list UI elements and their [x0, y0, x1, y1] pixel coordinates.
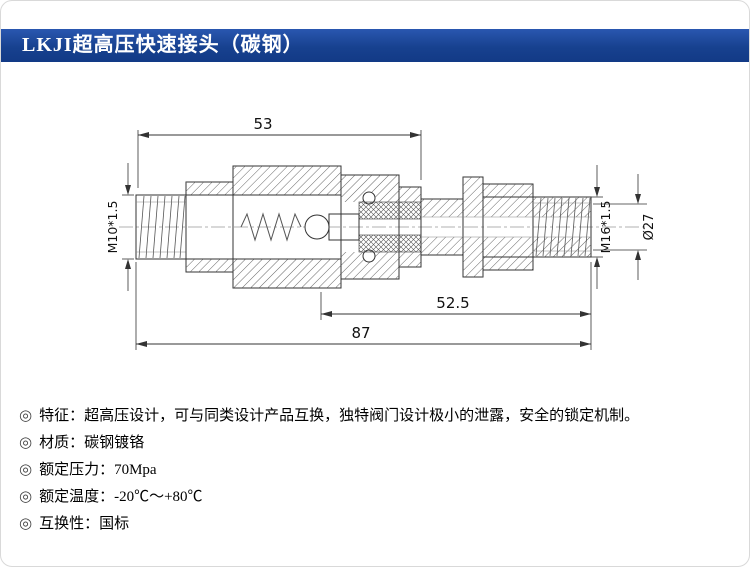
spec-text-pressure: 额定压力：70Mpa	[39, 462, 157, 478]
valve-ball	[304, 214, 330, 240]
dim-right-thread: M16*1.5	[591, 165, 613, 289]
dim-outer-diameter: Ø27	[593, 174, 657, 280]
spec-text-features: 特征：超高压设计，可与同类设计产品互换，独特阀门设计极小的泄露，安全的锁定机制。	[39, 408, 640, 424]
bullseye-bullet-icon: ◎	[19, 405, 33, 424]
spec-item-temperature: ◎ 额定温度：-20℃～+80℃	[19, 482, 749, 509]
plug-body	[328, 176, 592, 278]
bullseye-bullet-icon: ◎	[19, 486, 33, 505]
spec-item-material: ◎ 材质：碳钢镀铬	[19, 428, 749, 455]
spec-list: ◎ 特征：超高压设计，可与同类设计产品互换，独特阀门设计极小的泄露，安全的锁定机…	[1, 401, 749, 536]
dim-label-53: 53	[253, 115, 272, 133]
coupler-body	[135, 165, 422, 289]
bullseye-bullet-icon: ◎	[19, 513, 33, 532]
valve-spring	[240, 212, 302, 242]
spec-item-interchangeability: ◎ 互换性：国标	[19, 509, 749, 536]
dim-plug-length: 52.5	[320, 262, 592, 350]
dim-coupler-length: 53	[137, 115, 422, 188]
page-title: LKJI超高压快速接头（碳钢）	[22, 34, 304, 56]
dim-label-m10: M10*1.5	[105, 201, 120, 254]
page-title-bar: LKJI超高压快速接头（碳钢）	[1, 29, 749, 62]
coupling-section-drawing: 53 52.5 87	[105, 115, 657, 350]
bullseye-bullet-icon: ◎	[19, 432, 33, 451]
dim-label-52-5: 52.5	[436, 294, 469, 312]
top-margin	[1, 1, 749, 29]
technical-drawing: 53 52.5 87	[1, 62, 749, 397]
spec-text-interchangeability: 互换性：国标	[39, 516, 130, 532]
dim-label-d27: Ø27	[642, 214, 657, 241]
dim-label-m16: M16*1.5	[598, 201, 613, 254]
bullseye-bullet-icon: ◎	[19, 459, 33, 478]
spec-text-material: 材质：碳钢镀铬	[39, 435, 145, 451]
spec-item-pressure: ◎ 额定压力：70Mpa	[19, 455, 749, 482]
dim-label-87: 87	[351, 324, 370, 342]
spec-item-features: ◎ 特征：超高压设计，可与同类设计产品互换，独特阀门设计极小的泄露，安全的锁定机…	[19, 401, 749, 428]
spec-text-temperature: 额定温度：-20℃～+80℃	[39, 489, 203, 505]
dim-total-length: 87	[135, 262, 591, 350]
dim-left-thread: M10*1.5	[105, 163, 134, 291]
